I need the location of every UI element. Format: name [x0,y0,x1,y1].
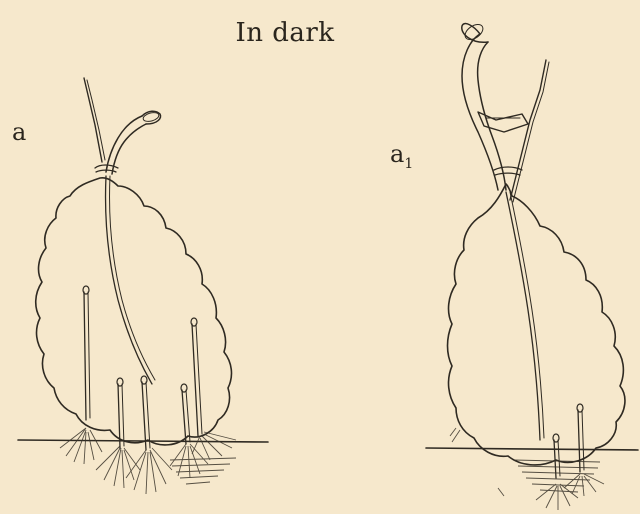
panel-a1-label: a1 [390,140,413,172]
panel-a1-label-subscript: 1 [404,156,413,172]
figure-caption: In dark [0,18,570,48]
panel-a1-label-base: a [390,140,404,168]
panel-a1-drawing [426,21,638,510]
panel-a1-root-hairs [450,428,604,510]
panel-a-leaf-blade [36,178,232,445]
panel-a-label: a [12,118,26,146]
panel-a1-leaf-blade [448,184,625,465]
panel-a1-support-stick [510,60,546,200]
panel-a-midrib [106,176,153,384]
panel-a-roots [83,286,202,450]
panel-a1-midrib [506,192,540,440]
panel-a-support-stick [84,78,102,162]
panel-a-root-hairs [60,428,236,494]
panel-a1-bract [478,112,528,132]
panel-a-drawing [18,78,268,494]
panel-a1-ground-line [426,448,638,450]
panel-a-petiole [106,116,142,172]
